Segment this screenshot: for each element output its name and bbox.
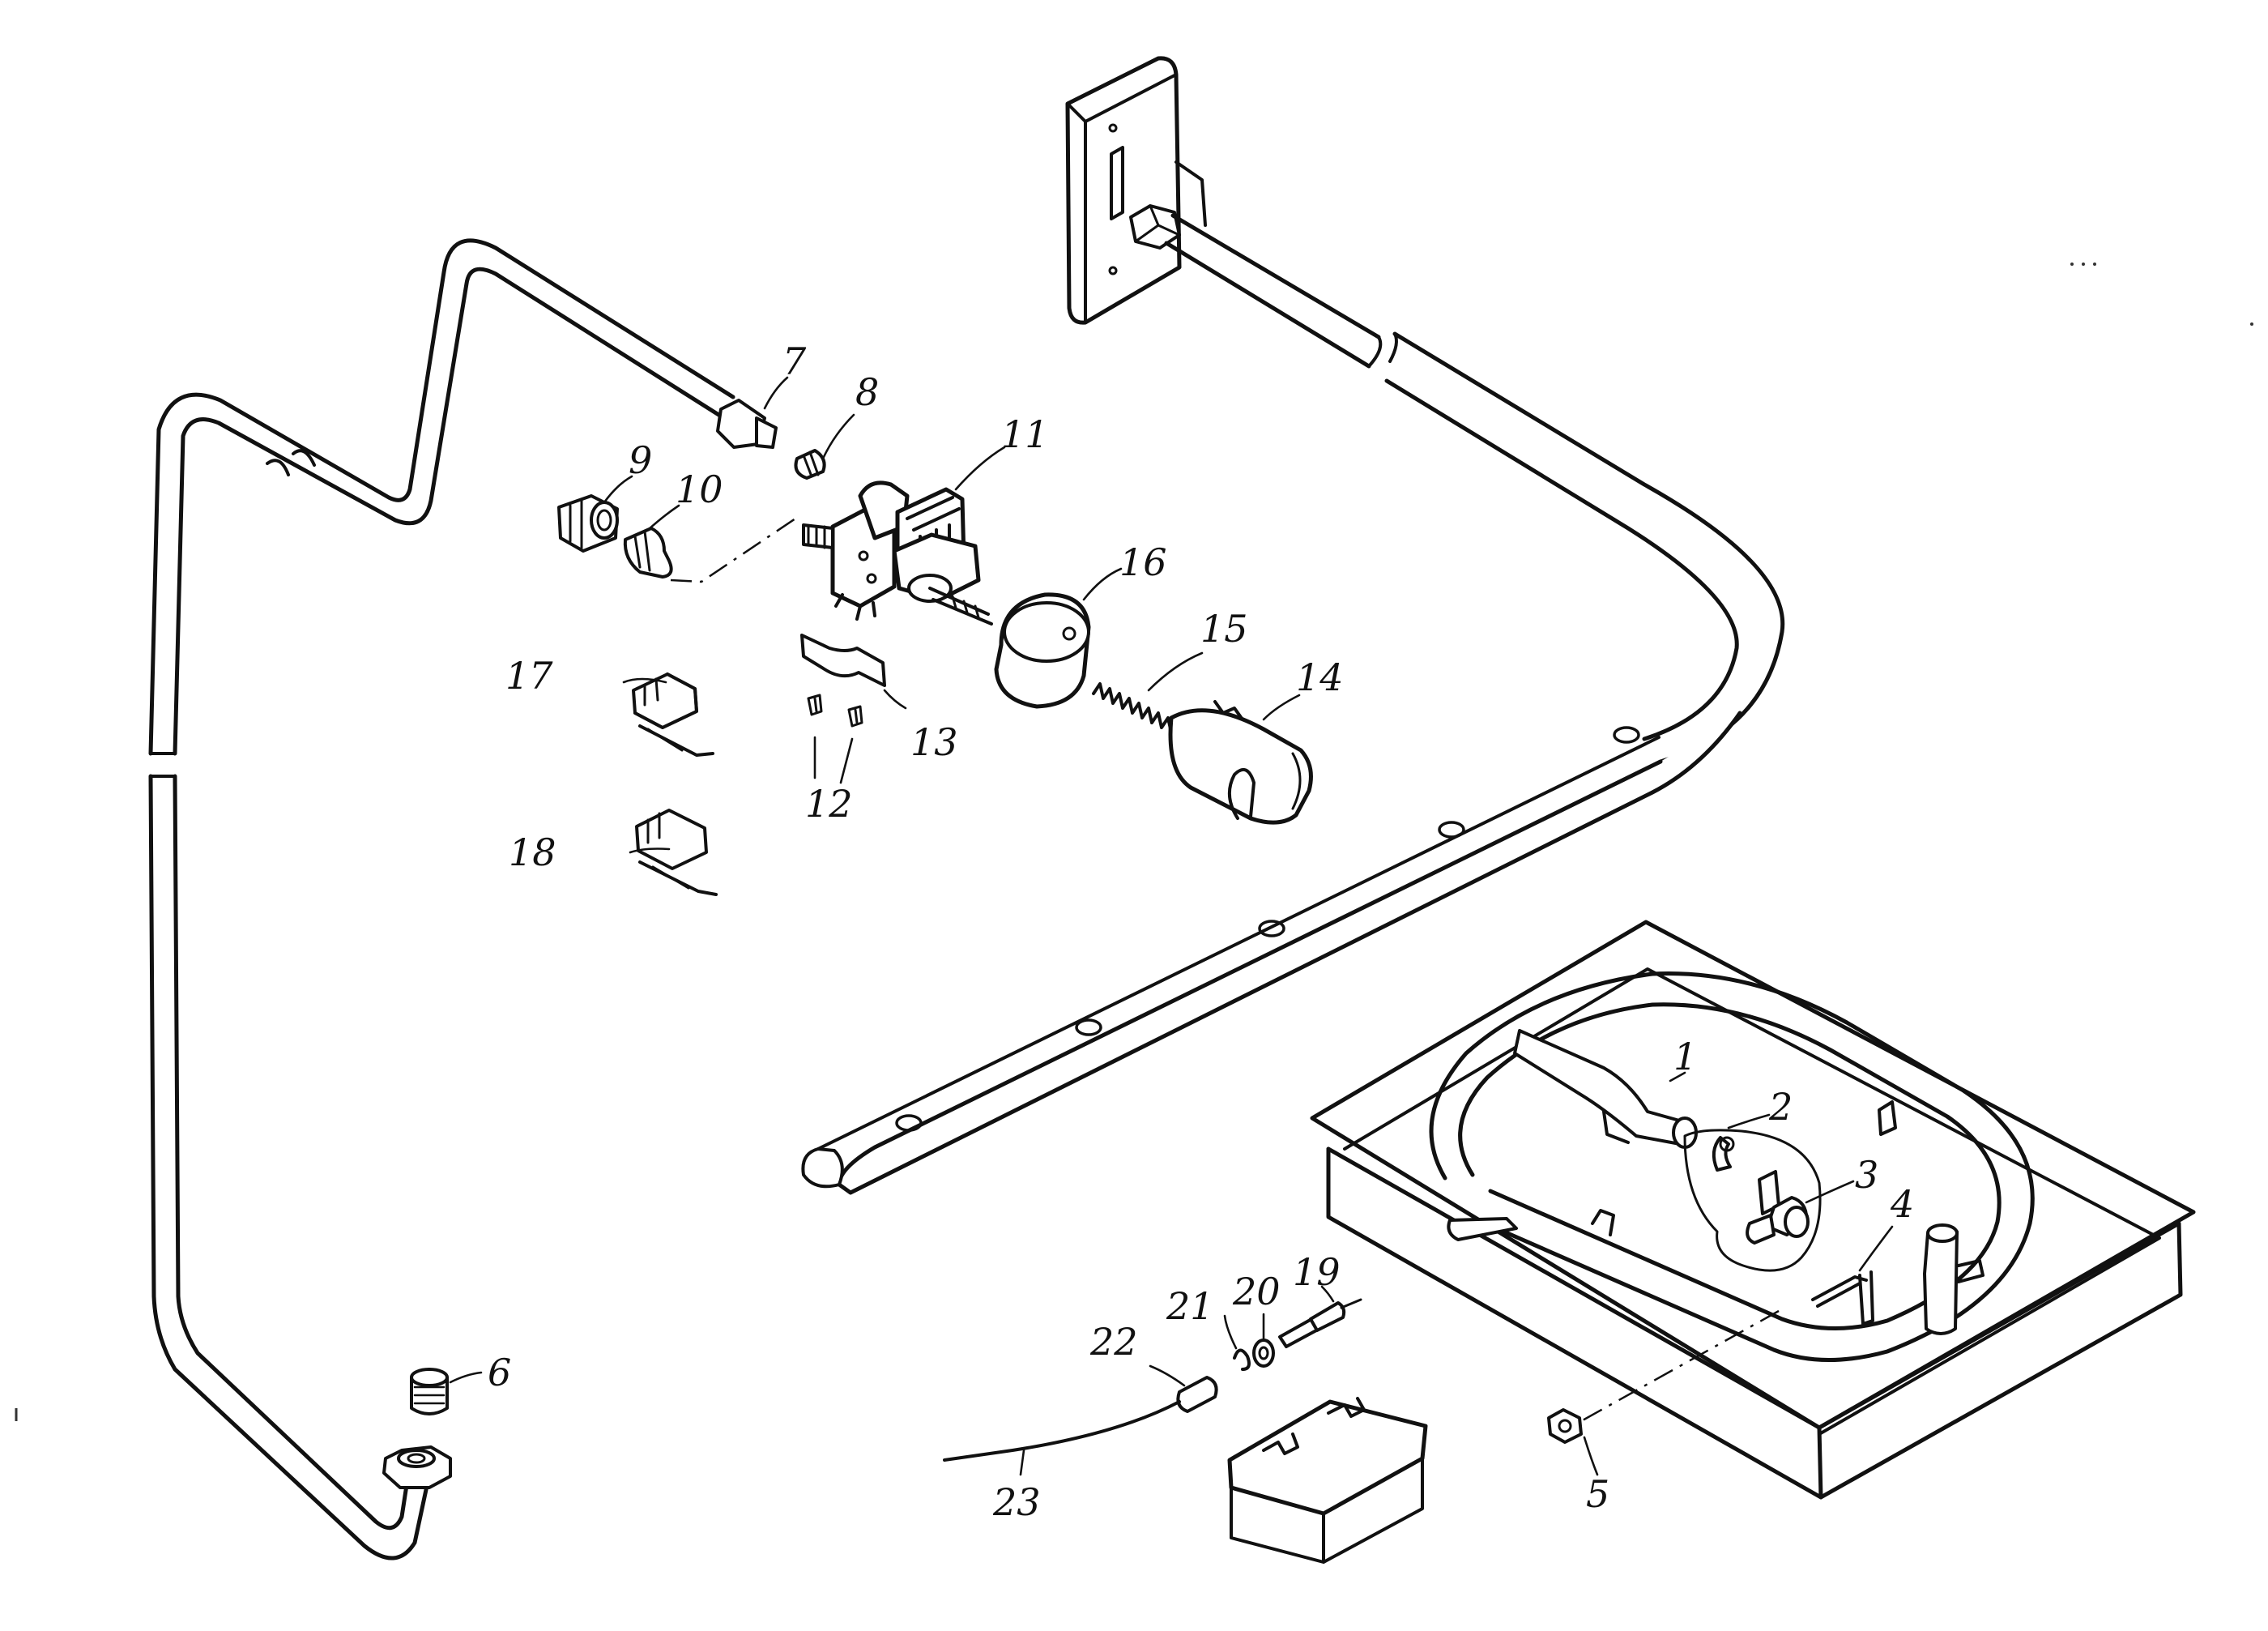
scan-specks <box>15 263 2253 1421</box>
part-10-fitting <box>623 527 673 579</box>
callout-16: 16 <box>1119 540 1167 584</box>
part-12-screws <box>807 694 863 728</box>
part-23-cable <box>943 1400 1181 1462</box>
callout-19: 19 <box>1293 1250 1341 1294</box>
callout-22: 22 <box>1089 1320 1138 1364</box>
callout-10: 10 <box>676 468 723 511</box>
callout-18: 18 <box>509 830 556 874</box>
callout-labels: 1 2 3 4 5 6 7 8 9 10 11 12 13 14 15 16 1… <box>488 339 1914 1524</box>
part-5-nut <box>1547 1408 1583 1444</box>
callout-14: 14 <box>1296 655 1344 699</box>
spark-generator-bracket <box>1227 1397 1428 1564</box>
burner-supply-pipe <box>801 213 1785 1195</box>
callout-17: 17 <box>505 654 553 698</box>
burner-tray <box>1310 920 2196 1500</box>
callout-3: 3 <box>1855 1153 1878 1197</box>
part-13-bracket <box>800 634 886 687</box>
callout-6: 6 <box>488 1351 511 1394</box>
gas-supply-pipe <box>148 238 778 1561</box>
part-4-electrode <box>1811 1270 1874 1326</box>
part-14-control-knob <box>1168 700 1313 825</box>
part-20-washer <box>1252 1339 1275 1368</box>
part-11-gas-valve <box>802 480 993 626</box>
callout-23: 23 <box>992 1480 1041 1524</box>
callout-12: 12 <box>805 782 853 826</box>
part-19-electrode <box>1278 1298 1362 1348</box>
part-8-insert <box>794 449 826 480</box>
callout-9: 9 <box>629 438 652 482</box>
assembly-axis-10-11 <box>670 517 796 583</box>
part-9-nut <box>557 494 619 553</box>
callout-11: 11 <box>1001 412 1049 456</box>
callout-13: 13 <box>910 720 958 764</box>
callout-20: 20 <box>1232 1270 1281 1313</box>
part-18-microswitch <box>635 809 718 896</box>
leader-lines <box>449 376 1894 1476</box>
callout-21: 21 <box>1166 1284 1214 1328</box>
part-16-bezel <box>994 592 1091 709</box>
assembly-axis-5 <box>1580 1309 1780 1423</box>
callout-5: 5 <box>1586 1472 1609 1516</box>
callout-4: 4 <box>1890 1182 1914 1226</box>
part-21-spring-washer <box>1233 1348 1251 1371</box>
callout-15: 15 <box>1200 607 1248 651</box>
part-17-microswitch <box>632 672 714 757</box>
part-15-spring <box>1092 682 1179 734</box>
callout-7: 7 <box>782 339 807 383</box>
callout-2: 2 <box>1768 1085 1793 1129</box>
part-1-ring-burner <box>1429 971 2035 1363</box>
wall-bracket <box>1065 56 1207 325</box>
part-6-nut <box>410 1368 449 1415</box>
callout-8: 8 <box>855 370 879 414</box>
callout-1: 1 <box>1673 1035 1697 1078</box>
part-22-sleeve <box>1176 1376 1218 1413</box>
pilot-cutaway <box>1683 1129 1822 1272</box>
